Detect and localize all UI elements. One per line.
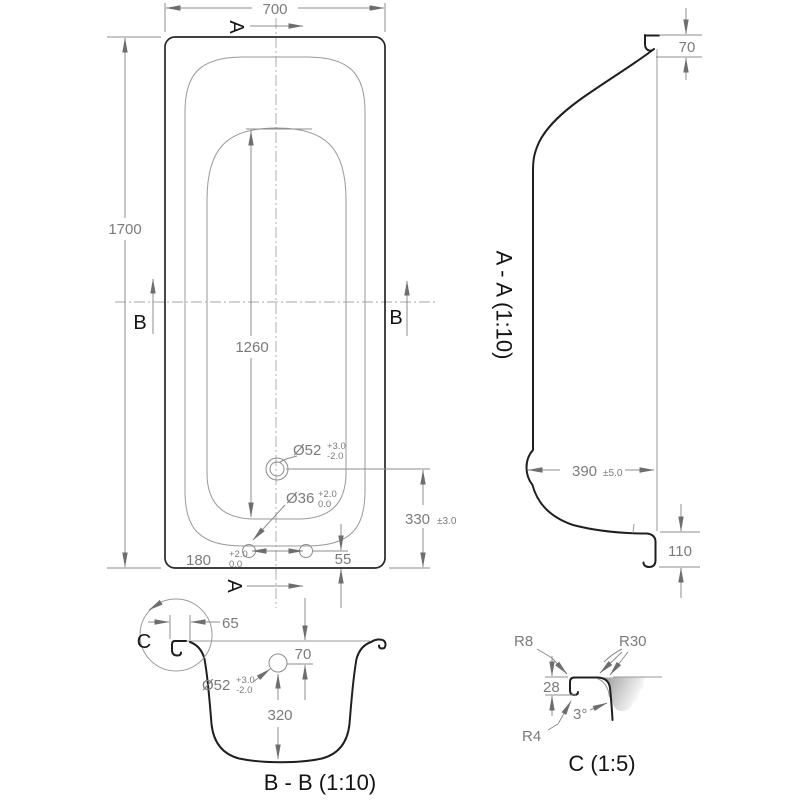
dim-drain-from-end: 330 xyxy=(405,511,430,528)
cut-label-a-bottom: A xyxy=(223,579,245,593)
radius-outer-label: R8 xyxy=(514,633,533,650)
detail-c-title: C (1:5) xyxy=(568,751,635,776)
section-a-a: A - A (1:10) 70 390 ±5.0 110 xyxy=(492,8,702,598)
dim-overflow-depth: 70 xyxy=(295,646,312,663)
draft-angle-leader xyxy=(589,702,608,712)
overflow-leader-line xyxy=(252,668,271,683)
hole-leader-line xyxy=(252,504,286,541)
drain-tol-lower: -2.0 xyxy=(327,451,343,462)
dim-overall-length: 1700 xyxy=(108,221,141,238)
radius-inner-label: R30 xyxy=(619,633,647,650)
overflow-tol-upper: +3.0 xyxy=(236,675,255,686)
radius-curl-label: R4 xyxy=(522,728,541,745)
cut-label-b-left: B xyxy=(133,312,146,334)
overflow-tol-lower: -2.0 xyxy=(236,685,252,696)
hole-tol-lower: 0.0 xyxy=(318,499,331,510)
dim-overall-width: 700 xyxy=(262,1,287,18)
hole-tol-upper: +2.0 xyxy=(318,489,337,500)
r8-leader-tail xyxy=(536,648,553,659)
dim-rim-edge-height: 28 xyxy=(543,679,560,696)
detail-c-view: 28 R8 R30 R4 3° C (1:5) xyxy=(514,633,662,776)
dim-drain-from-end-tol: ±3.0 xyxy=(437,516,457,527)
cut-label-b-right: B xyxy=(389,307,402,329)
dim-floor-length: 1260 xyxy=(235,339,268,356)
r4-leader-arrow xyxy=(557,700,572,725)
overflow-hole xyxy=(268,653,288,673)
section-aa-profile xyxy=(525,34,660,568)
dim-depth: 320 xyxy=(267,707,292,724)
text-mask xyxy=(329,552,357,566)
detail-c-label: C xyxy=(137,631,151,653)
dim-skirt-height: 110 xyxy=(668,543,692,560)
drain-leader-line xyxy=(279,455,298,463)
hole-spacing-tol-upper: +2.0 xyxy=(229,549,248,560)
dim-bottom-width: 390 xyxy=(572,463,597,480)
rim-edge-left xyxy=(171,640,187,657)
r30-leader-arrow-1 xyxy=(599,651,623,674)
section-aa-title: A - A (1:10) xyxy=(492,251,517,360)
r4-leader-tail xyxy=(547,723,559,731)
drain-tol-upper: +3.0 xyxy=(327,441,346,452)
hole-spacing-tol-lower: 0.0 xyxy=(229,559,242,570)
section-bb-title: B - B (1:10) xyxy=(264,770,376,795)
break-out-shading xyxy=(597,677,645,712)
section-b-b: C 65 70 Ø52 +3.0 -2.0 320 B - B (1:10) xyxy=(137,598,387,795)
tub-inner-rim-outline xyxy=(184,56,366,547)
r30-leader-tail xyxy=(603,648,623,663)
dim-hole-spacing: 180 xyxy=(186,552,211,569)
dim-holes-from-end: 55 xyxy=(335,551,352,568)
section-bb-basin-profile xyxy=(189,638,387,764)
inner-bend-line xyxy=(597,678,610,698)
dim-bottom-width-tol: ±5.0 xyxy=(603,468,623,479)
detail-c-arrow xyxy=(148,599,163,611)
hole-diameter-label: Ø36 xyxy=(286,490,314,507)
dim-rim-height: 70 xyxy=(679,39,696,56)
tub-floor-outline xyxy=(206,127,347,520)
r30-leader-arrow-2 xyxy=(609,651,629,676)
draft-angle-label: 3° xyxy=(573,706,587,723)
drain-diameter-label: Ø52 xyxy=(293,442,321,459)
drain-hole-outer xyxy=(265,457,289,481)
cut-label-a-top: A xyxy=(225,20,247,34)
tangent-tick xyxy=(632,523,635,534)
overflow-diameter-label: Ø52 xyxy=(202,677,230,694)
tub-outer-rim-outline xyxy=(164,36,386,569)
drain-hole-inner xyxy=(269,461,285,477)
detail-c-circle xyxy=(139,598,213,672)
plan-view: 700 1700 1260 Ø52 +3.0 -2.0 Ø36 +2.0 0.0… xyxy=(107,1,457,608)
r8-leader-arrow xyxy=(551,657,568,675)
dim-rim-flat: 65 xyxy=(222,615,239,632)
